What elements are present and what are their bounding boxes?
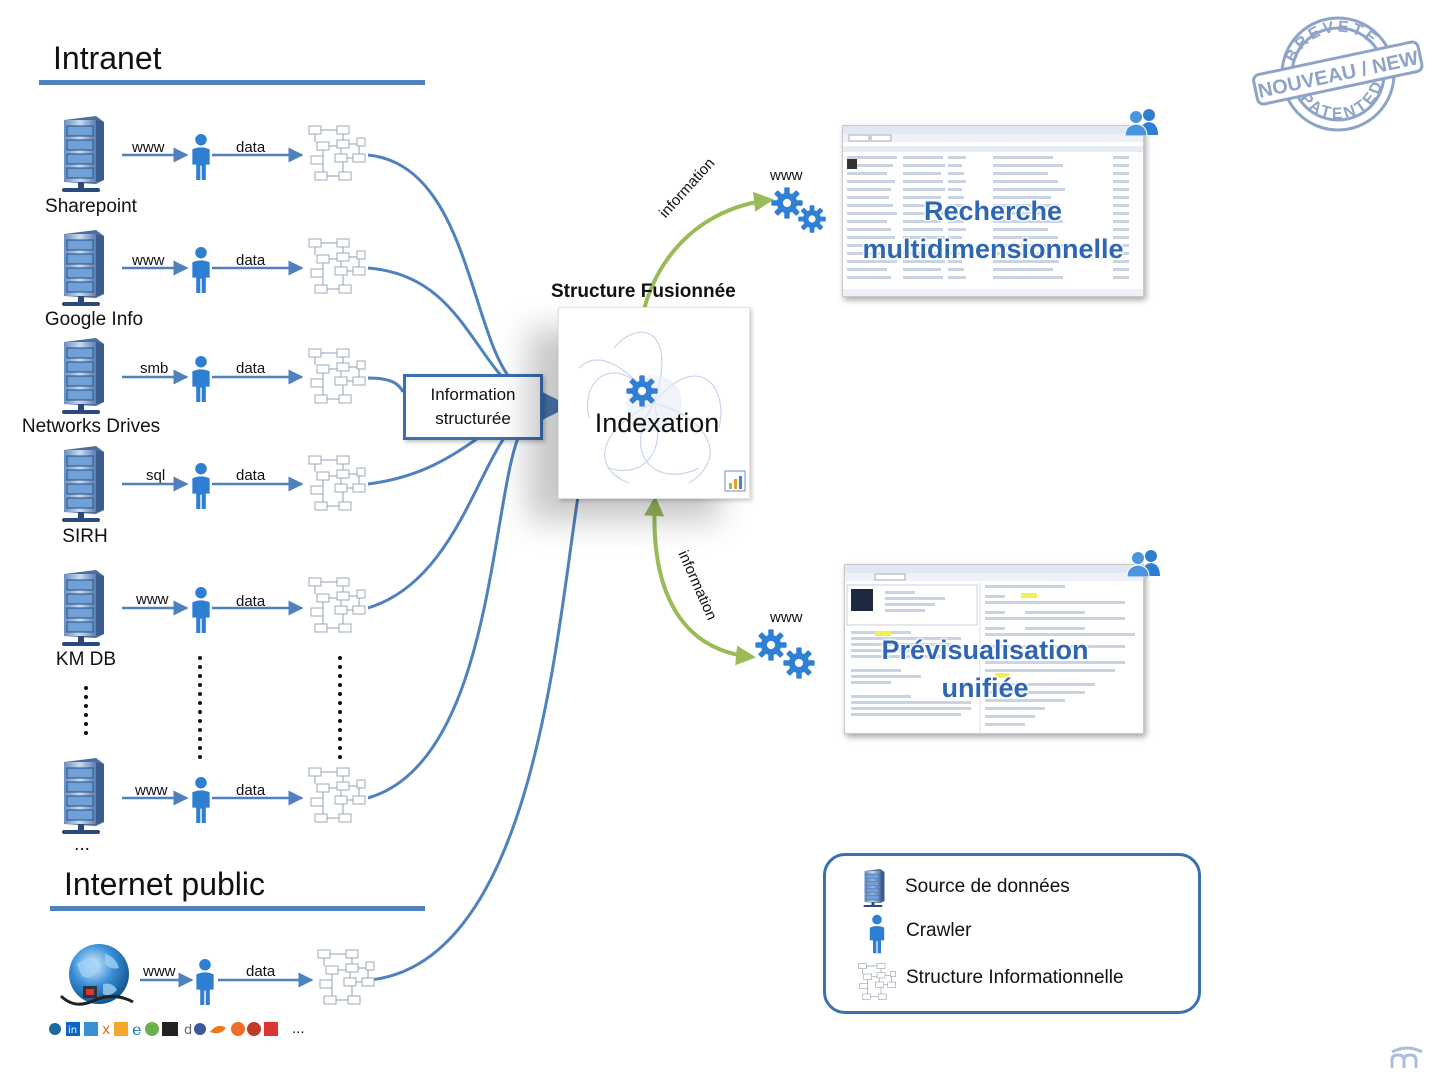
preview-title: Prévisualisation unifiée [845, 631, 1125, 707]
green-arrow-preview [644, 496, 756, 666]
more-services-label: ... [292, 1020, 305, 1037]
svg-text:in: in [68, 1025, 77, 1036]
structure-diagram-icon [305, 124, 369, 184]
merge-curves [367, 153, 592, 982]
results-table-graphic [843, 126, 1143, 296]
users-icon [1122, 108, 1162, 136]
preview-screenshot: Prévisualisation unifiée [844, 564, 1144, 734]
logo-badge-icon [724, 470, 746, 492]
legend-box: Source de données Crawler Structure Info… [823, 853, 1201, 1014]
legend-structure-label: Structure Informationnelle [906, 967, 1124, 988]
info-box-line1: Information [430, 385, 516, 404]
legend-server-icon [859, 868, 887, 908]
data-label: data [236, 252, 266, 269]
preview-document-graphic [845, 565, 1143, 733]
source-label: Google Info [44, 309, 144, 330]
server-icon [52, 568, 110, 648]
source-label: Networks Drives [21, 416, 161, 437]
internet-rule [50, 906, 425, 911]
legend-structure-icon [855, 962, 899, 1002]
information-structuree-box: Information structurée [403, 374, 543, 440]
source-label: ... [74, 834, 90, 855]
search-results-screenshot: Recherche multidimensionnelle [842, 125, 1144, 297]
structure-diagram-icon [305, 576, 369, 636]
structure-diagram-icon [305, 347, 369, 407]
search-title-line2: multidimensionnelle [862, 234, 1124, 264]
data-label: data [236, 360, 266, 377]
crawler-person-icon [189, 133, 213, 181]
crawler-person-icon [189, 462, 213, 510]
protocol-label: www [132, 252, 165, 269]
server-icon [52, 444, 110, 524]
source-label: SIRH [62, 526, 108, 547]
data-label: data [236, 139, 266, 156]
server-icon [52, 336, 110, 416]
gear-icon [625, 374, 659, 408]
svg-text:e: e [132, 1020, 141, 1038]
data-label: data [236, 782, 266, 799]
protocol-label: www [132, 139, 165, 156]
gear-icon [797, 204, 827, 234]
web-service-icons: in x e d [49, 1020, 278, 1038]
www-label-top: www [770, 167, 803, 184]
search-title: Recherche multidimensionnelle [843, 192, 1143, 268]
logo-icon [1390, 1046, 1423, 1068]
gear-icon [782, 646, 816, 680]
crawler-person-icon [189, 776, 213, 824]
legend-crawler-icon [866, 914, 888, 954]
structure-diagram-icon [305, 454, 369, 514]
svg-text:x: x [102, 1022, 110, 1038]
patent-stamp: NOUVEAU / NEW BREVETE PATENTED [1252, 14, 1424, 132]
data-label: data [236, 593, 266, 610]
users-icon [1124, 549, 1164, 577]
data-label: data [236, 467, 266, 484]
source-label: Sharepoint [45, 196, 137, 217]
protocol-label: smb [140, 360, 169, 377]
server-icon [52, 756, 110, 836]
crawler-person-icon [189, 355, 213, 403]
source-label: KM DB [55, 649, 117, 670]
legend-crawler-label: Crawler [906, 920, 972, 941]
crawler-person-icon [193, 958, 217, 1006]
protocol-label: www [143, 963, 176, 980]
server-icon [52, 228, 110, 308]
search-title-line1: Recherche [923, 196, 1063, 226]
protocol-label: sql [146, 467, 166, 484]
fusion-box: Indexation [558, 307, 750, 499]
indexation-label: Indexation [594, 408, 720, 438]
info-box-line2: structurée [435, 409, 511, 428]
internet-heading: Internet public [64, 866, 266, 902]
server-icon [52, 114, 110, 194]
svg-text:d: d [184, 1023, 192, 1038]
globe-icon [59, 944, 134, 1006]
legend-source-label: Source de données [905, 876, 1070, 897]
intranet-heading: Intranet [53, 40, 162, 76]
protocol-label: www [135, 782, 168, 799]
crawler-person-icon [189, 246, 213, 294]
intranet-rule [39, 80, 425, 85]
data-label: data [246, 963, 276, 980]
preview-title-line1: Prévisualisation [881, 635, 1089, 665]
structure-diagram-icon [314, 948, 378, 1008]
structure-diagram-icon [305, 237, 369, 297]
protocol-label: www [136, 591, 169, 608]
fusion-title: Structure Fusionnée [551, 281, 736, 302]
crawler-person-icon [189, 586, 213, 634]
www-label-bottom: www [770, 609, 803, 626]
preview-title-line2: unifiée [941, 673, 1029, 703]
structure-diagram-icon [305, 766, 369, 826]
